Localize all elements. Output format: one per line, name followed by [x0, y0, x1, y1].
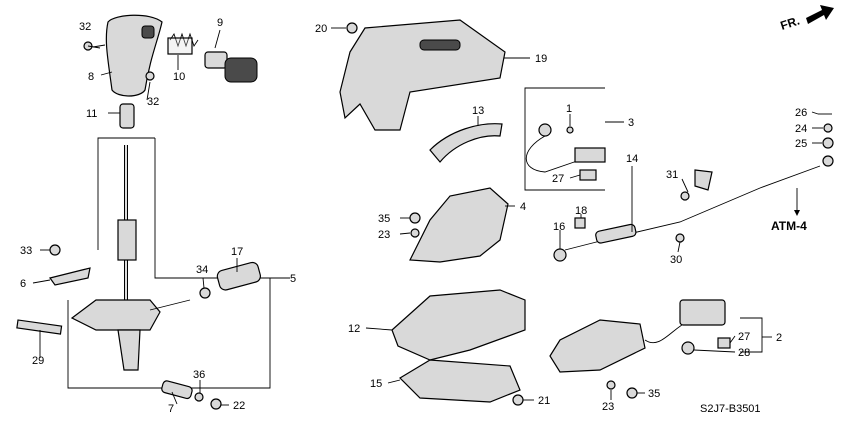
callout-22: 22 — [233, 400, 245, 412]
callout-1: 1 — [566, 103, 572, 115]
callout-21: 21 — [538, 395, 550, 407]
cable-end — [595, 223, 637, 244]
bushing-25 — [822, 137, 834, 149]
clip-27b — [717, 337, 731, 349]
knob-button-hole — [141, 25, 155, 39]
callout-14: 14 — [626, 153, 638, 165]
knob-button — [204, 51, 228, 69]
callout-20: 20 — [315, 23, 327, 35]
sensor-group-bracket — [524, 87, 605, 191]
indicator-slot — [419, 39, 461, 51]
connector-unit — [679, 299, 726, 326]
nut-22 — [210, 398, 222, 410]
callout-36: 36 — [193, 369, 205, 381]
washer-36 — [194, 392, 204, 402]
callout-3: 3 — [628, 117, 634, 129]
harness-clip — [681, 341, 695, 355]
callout-12: 12 — [348, 323, 360, 335]
callout-7: 7 — [168, 403, 174, 415]
lever-assembly-bracket-lower — [67, 138, 271, 389]
screw-32-bottom — [145, 71, 155, 81]
washer-24 — [823, 123, 833, 133]
front-direction-arrow — [806, 5, 834, 24]
atm-reference-label: ATM-4 — [771, 219, 807, 233]
lever-base-bracket — [70, 299, 161, 331]
callout-19: 19 — [535, 53, 547, 65]
callout-8: 8 — [88, 71, 94, 83]
callout-10: 10 — [173, 71, 185, 83]
callout-2: 2 — [776, 332, 782, 344]
callout-18: 18 — [575, 205, 587, 217]
callout-28: 28 — [738, 347, 750, 359]
indicator-panel — [339, 19, 506, 131]
nut-21 — [512, 394, 524, 406]
cable-end-bushing — [822, 155, 834, 167]
control-unit — [549, 319, 646, 373]
screw-20 — [346, 22, 358, 34]
bolt-33 — [49, 244, 61, 256]
washer-23a — [410, 228, 420, 238]
callout-23-top: 23 — [378, 229, 390, 241]
sensor-clip — [566, 126, 574, 134]
spring-body — [167, 37, 193, 55]
callout-32-bottom: 32 — [147, 96, 159, 108]
bolt-30 — [675, 233, 685, 243]
bushing-16 — [553, 248, 567, 262]
knob-spring — [169, 32, 199, 48]
bolt-29 — [16, 319, 63, 335]
callout-25: 25 — [795, 138, 807, 150]
clip-27a — [579, 169, 597, 181]
sensor-head — [538, 123, 552, 137]
cable-bracket — [694, 169, 713, 191]
diagram-code: S2J7-B3501 — [700, 403, 761, 415]
callout-9: 9 — [217, 17, 223, 29]
callout-27-top: 27 — [552, 173, 564, 185]
callout-26: 26 — [795, 107, 807, 119]
lever-lower-arm — [117, 329, 141, 371]
callout-35-bottom: 35 — [648, 388, 660, 400]
shift-base — [391, 289, 526, 361]
callout-29: 29 — [32, 355, 44, 367]
slide-plate — [429, 123, 503, 163]
callout-32-top: 32 — [79, 21, 91, 33]
callout-35-top: 35 — [378, 213, 390, 225]
callout-6: 6 — [20, 278, 26, 290]
callout-5: 5 — [290, 273, 296, 285]
callout-13: 13 — [472, 105, 484, 117]
callout-11: 11 — [86, 108, 97, 120]
washer-34 — [199, 287, 211, 299]
shift-gate — [409, 187, 509, 263]
lever-collar — [117, 219, 137, 261]
callout-30: 30 — [670, 254, 682, 266]
callout-23-bottom: 23 — [602, 401, 614, 413]
callout-33: 33 — [20, 245, 32, 257]
gasket — [399, 359, 521, 403]
callout-27-bottom: 27 — [738, 331, 750, 343]
knob-connector — [119, 103, 135, 129]
callout-31: 31 — [666, 169, 678, 181]
washer-23b — [606, 380, 616, 390]
clip-18 — [574, 217, 586, 229]
callout-4: 4 — [520, 201, 526, 213]
sensor-connector — [574, 147, 606, 163]
callout-17: 17 — [231, 246, 243, 258]
front-direction-label: FR. — [779, 14, 802, 33]
solenoid-17 — [216, 261, 261, 291]
knob-button-cap — [224, 57, 258, 83]
nut-35a — [409, 212, 421, 224]
callout-24: 24 — [795, 123, 807, 135]
pin-7 — [161, 380, 193, 400]
callout-15: 15 — [370, 378, 382, 390]
callout-34: 34 — [196, 264, 208, 276]
control-unit-bracket — [740, 317, 763, 353]
nut-35b — [626, 387, 638, 399]
lever-assembly-bracket — [97, 137, 155, 250]
callout-16: 16 — [553, 221, 565, 233]
bracket-6 — [48, 267, 91, 286]
bolt-31 — [680, 191, 690, 201]
